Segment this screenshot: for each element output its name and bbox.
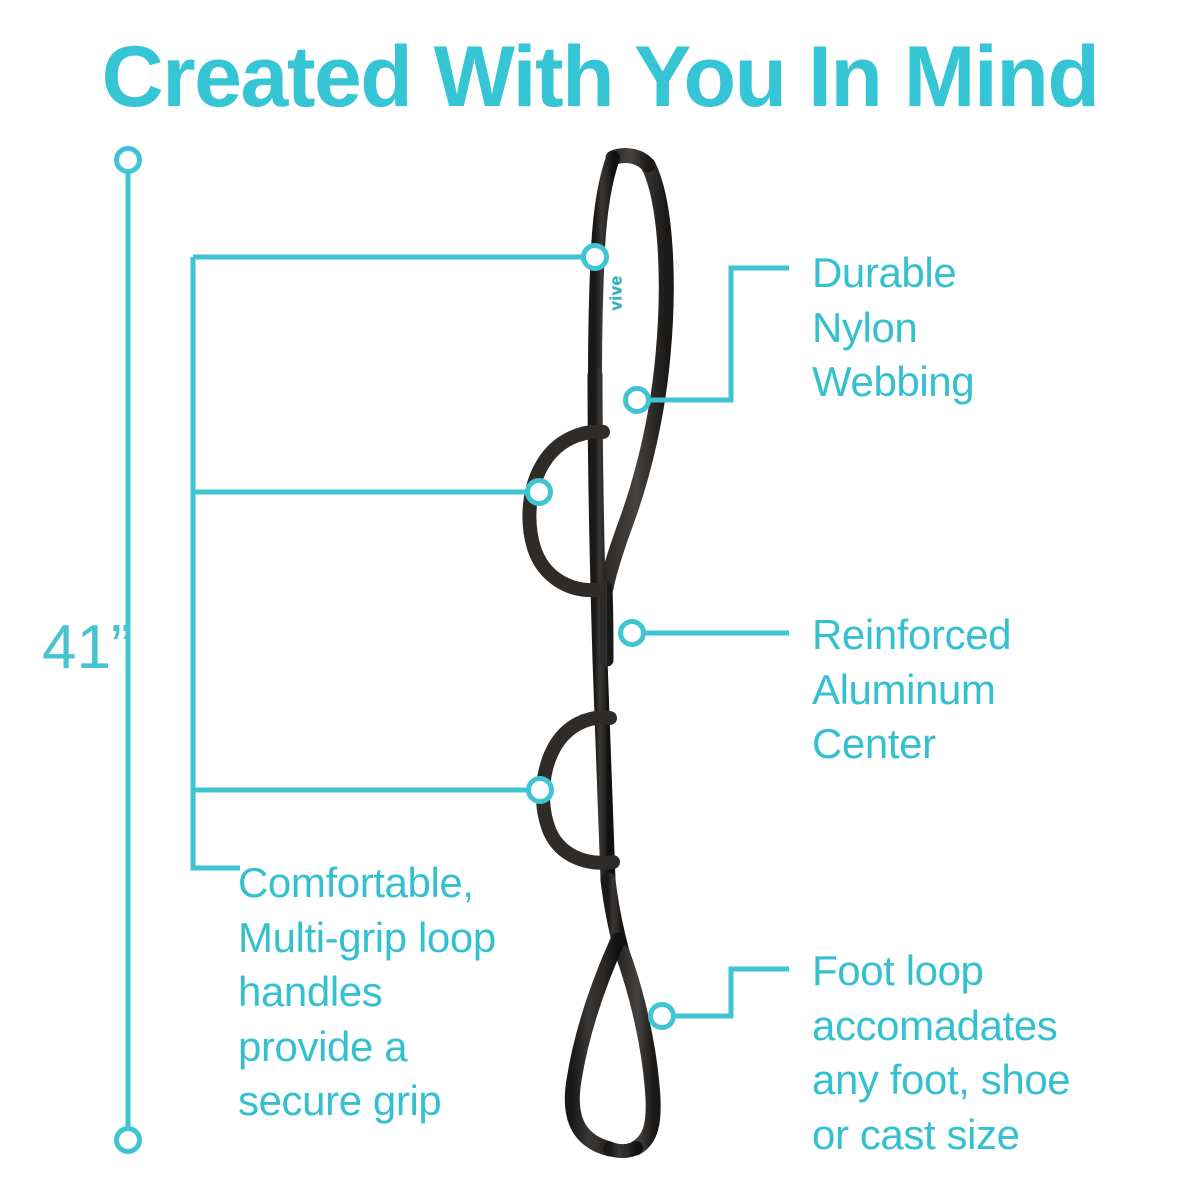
callout-label-aluminum-center: Reinforced Aluminum Center [812, 611, 1012, 768]
left-bracket [190, 257, 240, 871]
callout-label-multi-grip-handles: Comfortable, Multi-grip loop handles pro… [238, 859, 496, 1125]
leader-line-aluminum-center [618, 619, 789, 647]
leader-line-lower-d-handle [193, 776, 554, 804]
dimension-line [114, 146, 142, 1154]
callout-label-foot-loop: Foot loop accomadates any foot, shoe or … [812, 947, 1071, 1158]
leader-line-top-handle [193, 243, 609, 271]
page-title: Created With You In Mind [101, 29, 1100, 125]
leader-line-upper-d-handle [193, 478, 553, 506]
callout-label-nylon-webbing: Durable Nylon Webbing [812, 249, 975, 406]
dimension-label: 41” [42, 613, 132, 682]
leader-line-foot-loop [648, 966, 789, 1030]
leader-line-nylon-webbing [623, 265, 789, 414]
